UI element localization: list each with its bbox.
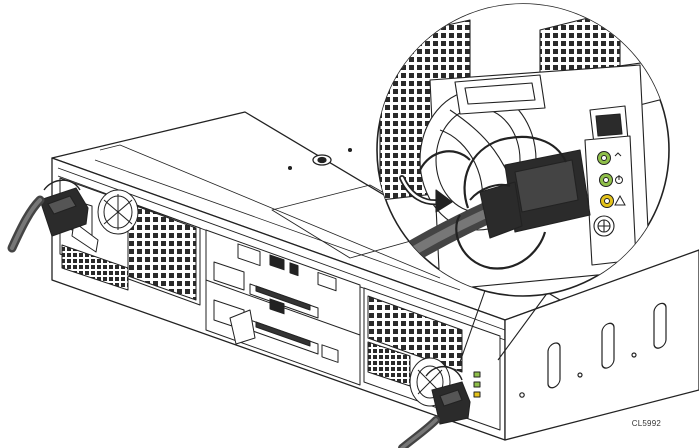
controller-lower	[213, 298, 339, 363]
right-power-plug	[398, 366, 471, 448]
side-vent-slots	[519, 302, 667, 398]
retention-wire-clip	[419, 135, 568, 270]
controller-upper	[213, 243, 337, 319]
callout-leader-lines	[459, 281, 549, 363]
left-psu-fan	[97, 189, 139, 235]
ok-led-icon	[597, 151, 622, 165]
fault-led-icon	[600, 194, 626, 208]
thumb-screw	[593, 215, 615, 237]
status-leds	[597, 151, 626, 208]
controller-modules	[205, 229, 361, 386]
figure-code: CL5992	[631, 419, 661, 428]
ac-power-led-icon	[599, 173, 623, 187]
push-direction-arrow-icon	[399, 175, 453, 213]
power-plug	[469, 149, 591, 239]
left-power-plug	[7, 179, 89, 253]
